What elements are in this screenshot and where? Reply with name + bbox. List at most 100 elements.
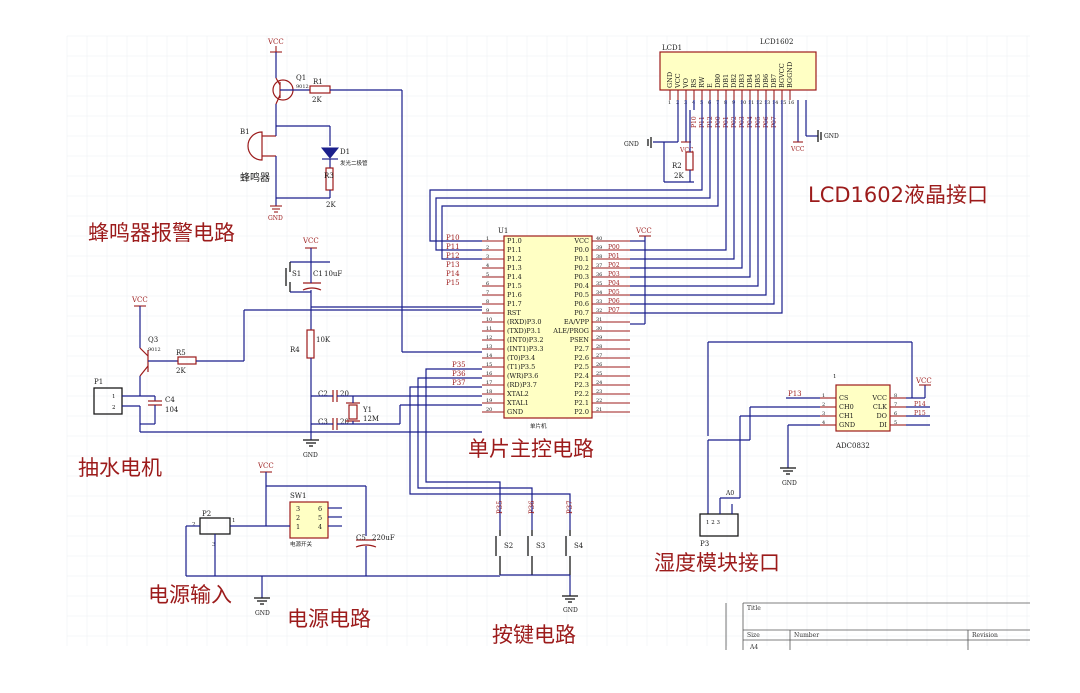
lcd-pin-net: P10 [691, 116, 698, 128]
c5-label: C5 [356, 534, 366, 542]
mcu-pin-number: 13 [486, 344, 492, 350]
adc-pin-number: 3 [822, 411, 825, 417]
d1-name: 发光二极管 [340, 159, 368, 167]
lcd-model: LCD1602 [760, 38, 793, 46]
c4-value: 104 [165, 406, 179, 414]
sw1-pin2: 2 [296, 514, 300, 522]
r4-value: 10K [316, 336, 331, 344]
mcu-pin-name: P2.2 [574, 390, 589, 398]
mcu-pin-name: P2.6 [574, 354, 589, 362]
adc-pin-name: CLK [873, 403, 887, 411]
adc-pin-name: GND [839, 421, 855, 429]
title-block: Title Size A4 Number Revision [725, 602, 1030, 651]
wire-p12 [441, 100, 719, 260]
cap-c1 [302, 287, 322, 291]
power-switch-sw1 [289, 501, 329, 539]
key-label: S4 [574, 542, 584, 550]
wire-p10 [429, 100, 703, 242]
keys-gnd-label: GND [563, 607, 578, 614]
cap-c5 [355, 544, 377, 548]
lcd-pin-number: 12 [756, 100, 762, 106]
mcu-pin-number: 23 [596, 389, 602, 395]
c2-value: 20 [340, 390, 349, 398]
wire-p05 [630, 100, 767, 296]
mcu-pin-net: P13 [446, 261, 460, 269]
tb-title: Title [747, 605, 761, 612]
lcd-label: LCD1 [662, 44, 682, 52]
d1-label: D1 [340, 148, 350, 156]
r2-value: 2K [674, 172, 684, 180]
r4-label: R4 [290, 346, 300, 354]
mcu-pin-number: 25 [596, 371, 602, 377]
u1-name: 单片机 [530, 422, 547, 430]
mcu-pin-name: (RXD)P3.0 [507, 318, 542, 326]
lcd-pin-number: 16 [788, 100, 794, 106]
mcu-pin-net: P15 [446, 279, 460, 287]
y1-label: Y1 [362, 406, 372, 414]
adc-pin-number: 4 [822, 420, 825, 426]
wire-p02 [630, 100, 743, 269]
adc-pin-name: CS [839, 394, 848, 402]
mcu-pin-name: (WR)P3.6 [507, 372, 538, 380]
q1-model: 9012 [296, 84, 309, 90]
mcu-pin-net: P12 [446, 252, 460, 260]
mcu-pin-name: VCC [573, 237, 589, 245]
mcu-pin-name: P1.4 [507, 273, 522, 281]
mcu-pin-number: 5 [486, 272, 489, 278]
p1-pin1: 1 [112, 394, 116, 400]
mcu-pin-name: PSEN [570, 336, 590, 344]
lcd-pin-name: E [706, 83, 714, 88]
key-label: S2 [504, 542, 513, 550]
lcd-bg-gnd-label: GND [824, 133, 839, 140]
transistor-q3 [139, 365, 149, 377]
q1-label: Q1 [296, 74, 306, 82]
mcu-pin-name: P1.2 [507, 255, 522, 263]
lcd-pin-number: 11 [748, 100, 754, 106]
p2-pin1: 1 [232, 518, 236, 524]
c3-label: C3 [318, 418, 328, 426]
buzzer-circuit: VCC Q1 9012 R1 2K B1 蜂鸣器 D1 发光二极管 R3 2K [240, 38, 482, 353]
q3-model: 9012 [148, 347, 161, 353]
wire-p06 [630, 100, 775, 305]
adc-pin-number: 1 [822, 393, 825, 399]
mcu-net-p35: P35 [452, 361, 466, 369]
power-vcc-label: VCC [257, 462, 274, 470]
buzzer-b1 [247, 131, 263, 161]
mcu-pin-name: P0.2 [574, 264, 589, 272]
mcu-pin-number: 8 [486, 299, 489, 305]
mcu-pin-name: XTAL1 [507, 399, 529, 407]
lcd-pin-name: DB5 [754, 74, 762, 88]
c4-label: C4 [165, 396, 175, 404]
lcd-pin-name: BGVCC [778, 63, 786, 88]
mcu-pin-number: 6 [486, 281, 489, 287]
mcu-net-p37: P37 [452, 379, 466, 387]
mcu-pin-net: P02 [608, 262, 620, 269]
grid [66, 35, 1030, 646]
section-title-buzzer: 蜂鸣器报警电路 [88, 221, 235, 245]
mcu-body [503, 235, 593, 419]
c1-value: 10uF [324, 270, 342, 278]
c3-value: 20 [340, 418, 349, 426]
adc-body [835, 384, 891, 432]
lcd-pin-name: DB2 [730, 74, 738, 88]
adc-pin1-top: 1 [833, 374, 837, 380]
mcu-pin-number: 40 [596, 236, 602, 242]
adc-net-p13: P13 [788, 390, 802, 398]
adc-label: ADC0832 [835, 442, 870, 450]
section-title-humidity: 湿度模块接口 [654, 551, 780, 575]
lcd-vcc-label: VCC [679, 147, 694, 154]
u1-label: U1 [498, 227, 508, 235]
b1-name: 蜂鸣器 [240, 171, 270, 184]
mcu-pin-number: 14 [486, 353, 492, 359]
wire-p00 [630, 100, 727, 251]
lcd-pin-number: 10 [740, 100, 746, 106]
mcu-pin-number: 26 [596, 362, 602, 368]
mcu-pin-number: 19 [486, 398, 492, 404]
a0-label: A0 [725, 490, 734, 497]
section-title-mcu: 单片主控电路 [468, 437, 594, 461]
mcu-pin-name: P0.3 [574, 273, 589, 281]
